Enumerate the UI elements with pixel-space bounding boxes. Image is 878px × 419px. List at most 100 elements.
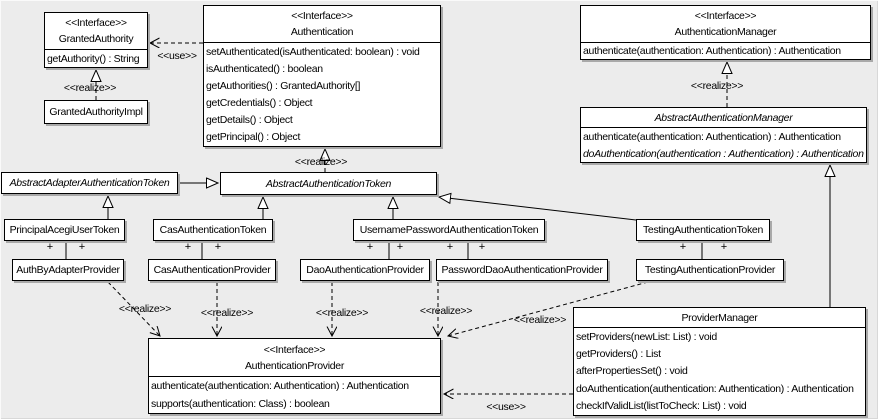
class-title-auth-by-adapter-provider: AuthByAdapterProvider [13, 260, 123, 280]
class-title-abstract-adapter-authentication-token: AbstractAdapterAuthenticationToken [2, 173, 177, 193]
class-box-testing-authentication-provider[interactable]: TestingAuthenticationProvider [636, 259, 784, 281]
class-title-granted-authority: <<Interface>> GrantedAuthority [45, 13, 147, 50]
class-title-cas-authentication-provider: CasAuthenticationProvider [149, 260, 275, 280]
class-name: AuthenticationManager [674, 26, 777, 38]
multiplicity-label: + [720, 241, 728, 253]
class-title-dao-authentication-provider: DaoAuthenticationProvider [301, 260, 429, 280]
class-name: DaoAuthenticationProvider [306, 264, 424, 276]
class-name: AuthenticationProvider [244, 359, 345, 372]
class-title-testing-authentication-provider: TestingAuthenticationProvider [637, 260, 783, 280]
class-methods-authentication: setAuthenticated(isAuthenticated: boolea… [204, 43, 440, 146]
class-methods-authentication-provider: authenticate(authentication: Authenticat… [149, 377, 440, 413]
class-method: doAuthentication(authentication: Authent… [576, 382, 854, 395]
class-name: ProviderManager [681, 311, 758, 324]
class-box-authentication[interactable]: <<Interface>> Authentication setAuthentica… [203, 5, 441, 147]
class-method: authenticate(authentication: Authenticat… [151, 380, 409, 392]
class-name: CasAuthenticationToken [159, 224, 267, 236]
class-method: doAuthentication(authentication : Authen… [583, 147, 864, 160]
class-box-dao-authentication-provider[interactable]: DaoAuthenticationProvider [300, 259, 430, 281]
class-name: TestingAuthenticationProvider [644, 264, 776, 276]
class-title-provider-manager: ProviderManager [574, 308, 865, 328]
class-stereotype: <<Interface>> [291, 10, 353, 22]
class-title-abstract-authentication-manager: AbstractAuthenticationManager [581, 108, 866, 128]
multiplicity-label: + [214, 241, 222, 253]
class-method: getAuthorities() : GrantedAuthority[] [206, 79, 361, 92]
class-name: AbstractAuthenticationManager [654, 111, 793, 124]
class-name: AbstractAdapterAuthenticationToken [9, 177, 170, 189]
class-box-cas-authentication-token[interactable]: CasAuthenticationToken [153, 219, 273, 241]
class-method: isAuthenticated() : boolean [206, 62, 323, 75]
class-box-abstract-authentication-token[interactable]: AbstractAuthenticationToken [220, 172, 437, 195]
multiplicity-label: + [396, 241, 404, 253]
class-name: GrantedAuthority [58, 33, 134, 45]
class-name: PrincipalAcegiUserToken [9, 224, 120, 236]
edge-stereotype-label: <<use>> [486, 401, 526, 413]
class-name: CasAuthenticationProvider [153, 264, 271, 276]
class-box-provider-manager[interactable]: ProviderManager setProviders(newList: Lis… [573, 307, 866, 416]
class-method: authenticate(authentication: Authenticat… [583, 45, 841, 57]
class-method: getPrincipal() : Object [206, 131, 301, 144]
class-stereotype: <<Interface>> [263, 343, 326, 356]
edge-stereotype-label: <<realize>> [419, 305, 473, 317]
multiplicity-label: + [184, 241, 192, 253]
class-title-abstract-authentication-token: AbstractAuthenticationToken [221, 173, 436, 194]
class-box-username-password-authentication-token[interactable]: UsernamePasswordAuthenticationToken [353, 219, 545, 241]
class-method: supports(authentication: Class) : boolea… [151, 398, 330, 410]
class-method: getDetails() : Object [206, 114, 293, 127]
multiplicity-label: + [78, 241, 86, 253]
multiplicity-label: + [679, 241, 687, 253]
class-title-cas-authentication-token: CasAuthenticationToken [154, 220, 272, 240]
class-title-testing-authentication-token: TestingAuthenticationToken [637, 220, 769, 240]
class-methods-authentication-manager: authenticate(authentication: Authenticat… [581, 43, 870, 59]
class-method: getAuthority() : String [47, 52, 140, 65]
edge-stereotype-label: <<realize>> [315, 307, 369, 319]
class-name: GrantedAuthorityImpl [49, 106, 143, 118]
class-name: Authentication [290, 26, 354, 38]
class-methods-abstract-authentication-manager: authenticate(authentication: Authenticat… [581, 128, 866, 162]
class-method: getCredentials() : Object [206, 97, 313, 110]
class-box-cas-authentication-provider[interactable]: CasAuthenticationProvider [148, 259, 276, 281]
multiplicity-label: + [478, 241, 486, 253]
class-methods-granted-authority: getAuthority() : String [45, 50, 147, 67]
class-box-abstract-adapter-authentication-token[interactable]: AbstractAdapterAuthenticationToken [1, 172, 178, 194]
class-stereotype: <<Interface>> [65, 17, 127, 29]
class-stereotype: <<Interface>> [694, 10, 757, 22]
class-methods-provider-manager: setProviders(newList: List) : void getPro… [574, 328, 865, 415]
edge-stereotype-label: <<realize>> [63, 82, 117, 94]
class-method: setAuthenticated(isAuthenticated: boolea… [206, 45, 420, 58]
class-box-principal-acegi-user-token[interactable]: PrincipalAcegiUserToken [4, 219, 125, 241]
edge-stereotype-label: <<realize>> [200, 307, 254, 319]
class-method: afterPropertiesSet() : void [576, 365, 688, 378]
class-method: authenticate(authentication: Authenticat… [583, 130, 841, 143]
class-box-password-dao-authentication-provider[interactable]: PasswordDaoAuthenticationProvider [436, 259, 608, 281]
class-name: PasswordDaoAuthenticationProvider [441, 264, 603, 276]
class-title-granted-authority-impl: GrantedAuthorityImpl [45, 101, 147, 123]
class-method: getProviders() : List [576, 348, 661, 361]
class-title-password-dao-authentication-provider: PasswordDaoAuthenticationProvider [437, 260, 607, 280]
multiplicity-label: + [446, 241, 454, 253]
class-title-authentication-manager: <<Interface>> AuthenticationManager [581, 6, 870, 43]
edge-stereotype-label: <<realize>> [294, 156, 348, 168]
class-title-authentication-provider: <<Interface>> AuthenticationProvider [149, 339, 440, 377]
class-box-abstract-authentication-manager[interactable]: AbstractAuthenticationManager authenticat… [580, 107, 867, 163]
class-title-authentication: <<Interface>> Authentication [204, 6, 440, 43]
multiplicity-label: + [46, 241, 54, 253]
class-box-granted-authority[interactable]: <<Interface>> GrantedAuthority getAuthorit… [44, 12, 148, 68]
class-name: AuthByAdapterProvider [16, 264, 120, 276]
class-name: AbstractAuthenticationToken [265, 177, 392, 190]
class-box-auth-by-adapter-provider[interactable]: AuthByAdapterProvider [12, 259, 124, 281]
class-box-granted-authority-impl[interactable]: GrantedAuthorityImpl [44, 100, 148, 124]
edge-realization-authbyadapter-to-provider-interface[interactable] [107, 281, 160, 336]
edge-stereotype-label: <<realize>> [118, 303, 172, 315]
edge-stereotype-label: <<realize>> [690, 80, 744, 92]
class-method: setProviders(newList: List) : void [576, 330, 717, 343]
class-method: checkIfValidList(listToCheck: List) : vo… [576, 400, 747, 413]
class-box-authentication-manager[interactable]: <<Interface>> AuthenticationManager authen… [580, 5, 871, 60]
class-name: TestingAuthenticationToken [642, 224, 764, 236]
class-box-testing-authentication-token[interactable]: TestingAuthenticationToken [636, 219, 770, 241]
class-box-authentication-provider[interactable]: <<Interface>> AuthenticationProvider authe… [148, 338, 441, 414]
edge-generalization-testing-to-abstract-token[interactable] [439, 197, 637, 221]
class-title-principal-acegi-user-token: PrincipalAcegiUserToken [5, 220, 124, 240]
